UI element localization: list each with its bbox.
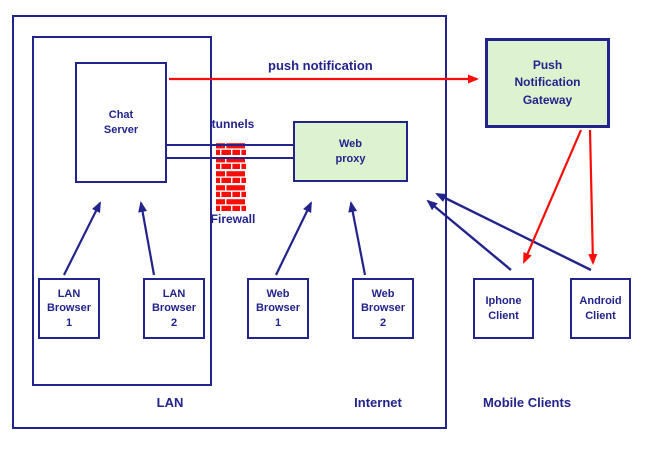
chat-server-label: Chat Server xyxy=(103,108,139,136)
lan-browser-2-label: LAN Browser 2 xyxy=(151,287,197,329)
lan-browser-2-node: LAN Browser 2 xyxy=(143,278,205,339)
edge-gateway-to-iphone-client xyxy=(522,129,583,264)
edge-gateway-to-android-client xyxy=(588,129,598,265)
internet-zone-label: Internet xyxy=(354,395,402,410)
web-browser-2-node: Web Browser 2 xyxy=(352,278,414,339)
tunnels-annotation: tunnels xyxy=(211,117,255,131)
web-browser-1-label: Web Browser 1 xyxy=(255,287,301,329)
push-notification-gateway-label: Push Notification Gateway xyxy=(514,57,581,107)
mobile-clients-zone-label: Mobile Clients xyxy=(482,395,572,410)
iphone-client-node: Iphone Client xyxy=(473,278,534,339)
iphone-client-label: Iphone Client xyxy=(485,294,522,322)
lan-browser-1-node: LAN Browser 1 xyxy=(38,278,100,339)
web-browser-1-node: Web Browser 1 xyxy=(247,278,309,339)
web-browser-2-label: Web Browser 2 xyxy=(360,287,406,329)
lan-browser-1-label: LAN Browser 1 xyxy=(46,287,92,329)
chat-server-node: Chat Server xyxy=(75,62,167,183)
push-notification-gateway-node: Push Notification Gateway xyxy=(485,38,610,128)
push-notification-annotation: push notification xyxy=(268,58,373,73)
lan-zone-box xyxy=(32,36,212,386)
firewall-annotation: Firewall xyxy=(210,212,256,226)
web-proxy-node: Web proxy xyxy=(293,121,408,182)
edge-android-client-to-web-proxy xyxy=(435,192,592,272)
lan-zone-label: LAN xyxy=(156,395,184,410)
android-client-label: Android Client xyxy=(579,294,622,322)
android-client-node: Android Client xyxy=(570,278,631,339)
web-proxy-label: Web proxy xyxy=(335,137,366,165)
